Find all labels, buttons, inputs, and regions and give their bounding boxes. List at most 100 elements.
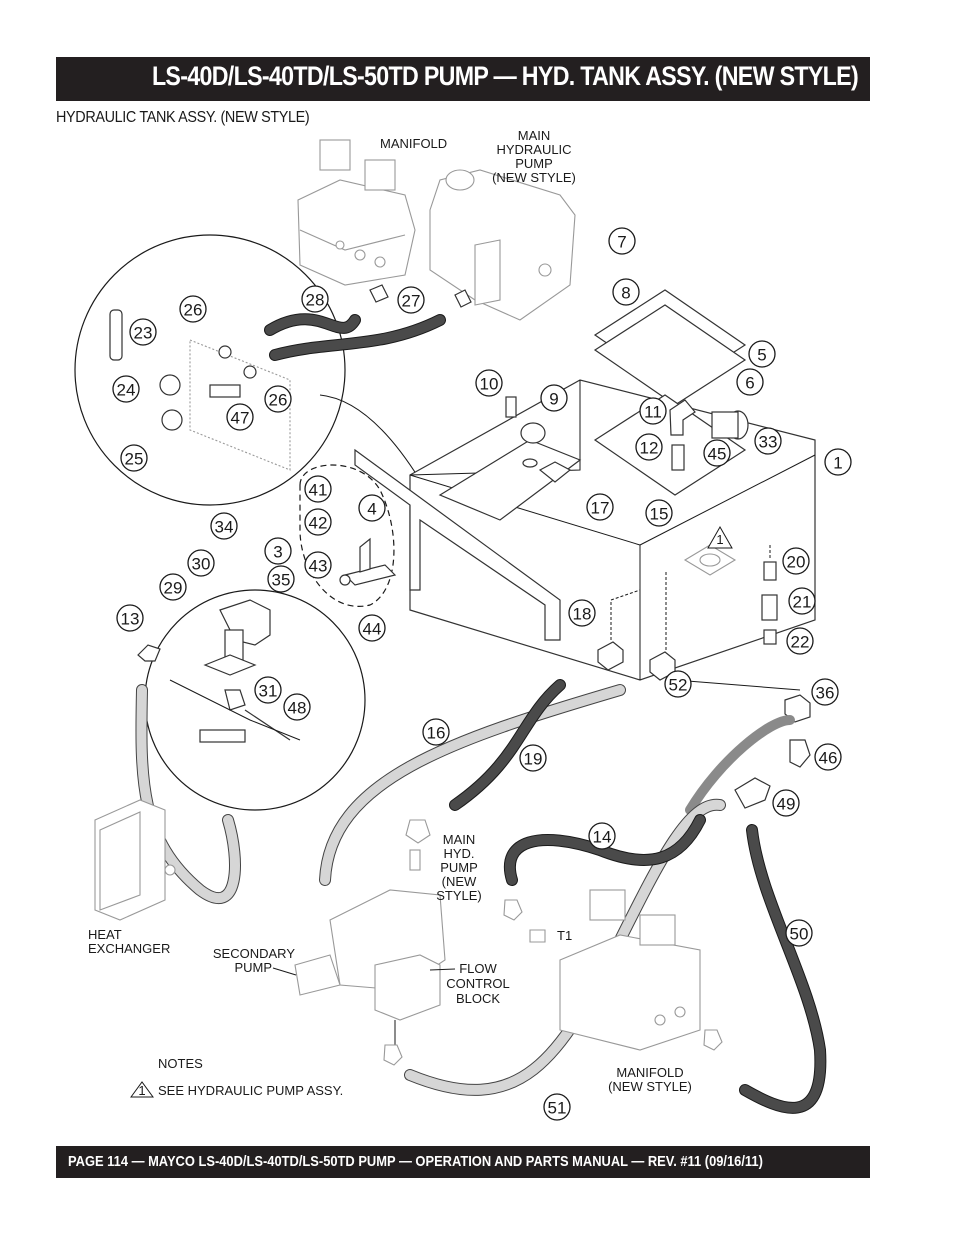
callout-circle — [811, 678, 839, 706]
callout-circle — [586, 493, 614, 521]
callout-number: 46 — [819, 749, 838, 768]
callout-circle — [358, 494, 386, 522]
callout-36: 36 — [811, 678, 839, 706]
callout-circle — [748, 340, 776, 368]
callout-number: 34 — [215, 518, 234, 537]
callout-33: 33 — [754, 427, 782, 455]
callout-16: 16 — [422, 718, 450, 746]
callout-number: 26 — [269, 391, 288, 410]
callout-number: 26 — [184, 301, 203, 320]
callout-circle — [210, 512, 238, 540]
callout-35: 35 — [267, 565, 295, 593]
svg-text:1: 1 — [138, 1083, 145, 1098]
callout-circle — [116, 604, 144, 632]
callout-29: 29 — [159, 573, 187, 601]
callout-43: 43 — [304, 551, 332, 579]
callout-49: 49 — [772, 789, 800, 817]
callout-34: 34 — [210, 512, 238, 540]
callout-circle — [519, 744, 547, 772]
hose-to-heat-exchanger — [136, 685, 240, 903]
label-port-t1: T1 — [557, 928, 572, 943]
callout-circle — [703, 439, 731, 467]
callout-number: 8 — [621, 284, 630, 303]
callout-42: 42 — [304, 508, 332, 536]
svg-text:HYD.: HYD. — [443, 846, 474, 861]
hose-14 — [505, 815, 705, 885]
callout-circle — [304, 475, 332, 503]
callout-25: 25 — [120, 444, 148, 472]
callout-circle — [112, 375, 140, 403]
hose-19 — [450, 680, 565, 810]
hose-50 — [740, 825, 826, 1113]
label-manifold-top: MANIFOLD — [380, 136, 447, 151]
page-footer-text: PAGE 114 — MAYCO LS-40D/LS-40TD/LS-50TD … — [68, 1153, 763, 1170]
callout-20: 20 — [782, 547, 810, 575]
callout-number: 17 — [591, 499, 610, 518]
callout-circle — [588, 822, 616, 850]
callout-number: 4 — [367, 500, 376, 519]
notes-heading: NOTES — [158, 1056, 203, 1071]
hose-28 — [265, 314, 360, 335]
callout-bubbles: 1345678910111213141516171819202122232425… — [112, 227, 852, 1121]
callout-circle — [635, 433, 663, 461]
callout-19: 19 — [519, 744, 547, 772]
callout-number: 23 — [134, 324, 153, 343]
pump-assembly-bottom-drawing — [294, 819, 446, 1066]
callout-number: 52 — [669, 676, 688, 695]
callout-circle — [814, 743, 842, 771]
callout-number: 49 — [777, 795, 796, 814]
callout-7: 7 — [608, 227, 636, 255]
callout-circle — [824, 448, 852, 476]
callout-44: 44 — [358, 614, 386, 642]
callout-30: 30 — [187, 549, 215, 577]
callout-circle — [358, 614, 386, 642]
callout-number: 30 — [192, 555, 211, 574]
callout-46: 46 — [814, 743, 842, 771]
callout-number: 43 — [309, 557, 328, 576]
callout-circle — [664, 670, 692, 698]
callout-45: 45 — [703, 439, 731, 467]
callout-circle — [568, 599, 596, 627]
section-subtitle: HYDRAULIC TANK ASSY. (NEW STYLE) — [56, 109, 310, 126]
label-secondary-pump: SECONDARY PUMP — [213, 946, 295, 975]
page-title: LS-40D/LS-40TD/LS-50TD PUMP — HYD. TANK … — [151, 61, 859, 91]
callout-1: 1 — [824, 448, 852, 476]
callout-circle — [540, 384, 568, 412]
callout-9: 9 — [540, 384, 568, 412]
callout-51: 51 — [543, 1093, 571, 1121]
callout-circle — [612, 278, 640, 306]
hose-16 — [320, 685, 625, 885]
svg-text:EXCHANGER: EXCHANGER — [88, 941, 170, 956]
svg-text:PUMP: PUMP — [515, 156, 553, 171]
callout-18: 18 — [568, 599, 596, 627]
callout-number: 18 — [573, 605, 592, 624]
callout-circle — [645, 499, 673, 527]
callout-3: 3 — [264, 537, 292, 565]
callout-circle — [736, 368, 764, 396]
callout-number: 31 — [259, 682, 278, 701]
callout-number: 48 — [288, 699, 307, 718]
callout-circle — [120, 444, 148, 472]
svg-text:MAIN: MAIN — [518, 128, 551, 143]
svg-text:(NEW STYLE): (NEW STYLE) — [608, 1079, 692, 1094]
callout-50: 50 — [785, 919, 813, 947]
svg-text:MANIFOLD: MANIFOLD — [616, 1065, 683, 1080]
callout-circle — [264, 385, 292, 413]
filter-assy-drawing — [169, 599, 301, 743]
main-pump-top-drawing — [429, 169, 576, 321]
callout-number: 9 — [549, 390, 558, 409]
callout-circle — [254, 676, 282, 704]
callout-circle — [397, 286, 425, 314]
svg-text:SECONDARY: SECONDARY — [213, 946, 295, 961]
svg-text:PUMP: PUMP — [440, 860, 478, 875]
callout-number: 16 — [427, 724, 446, 743]
callout-circle — [267, 565, 295, 593]
callout-number: 28 — [306, 291, 325, 310]
svg-text:HYDRAULIC: HYDRAULIC — [496, 142, 571, 157]
callout-circle — [788, 587, 816, 615]
callout-number: 27 — [402, 292, 421, 311]
callout-23: 23 — [129, 318, 157, 346]
svg-text:1: 1 — [716, 532, 723, 547]
callout-28: 28 — [301, 285, 329, 313]
callout-circle — [226, 403, 254, 431]
